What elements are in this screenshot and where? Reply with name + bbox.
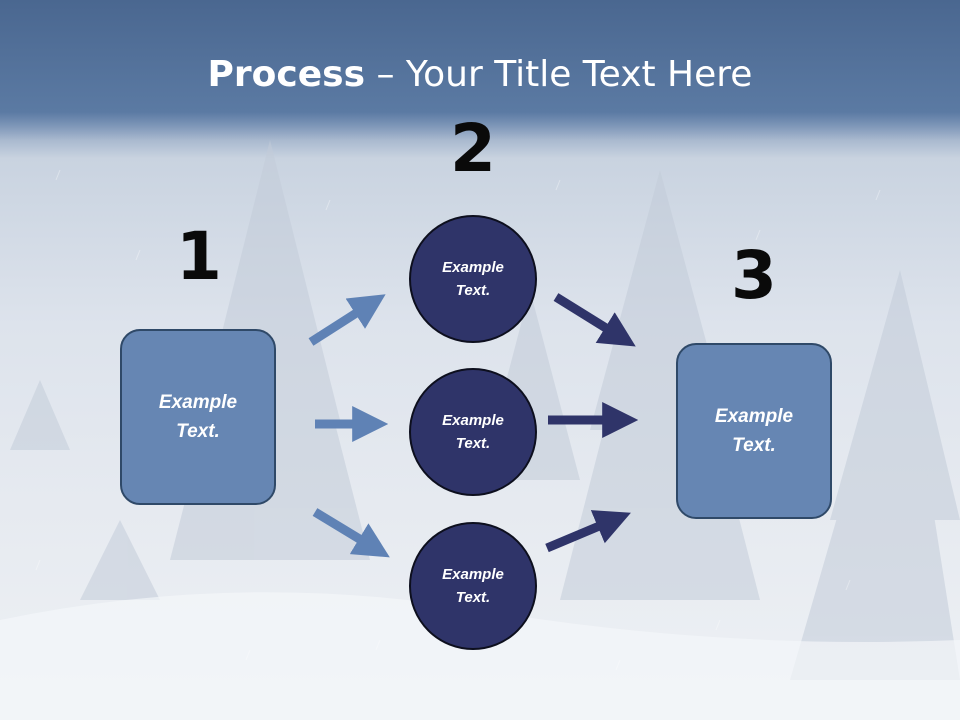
- right-box-line1: Example: [714, 406, 794, 427]
- circle-bottom-line1: Example: [442, 566, 504, 583]
- circle-middle: Example Text.: [409, 368, 537, 496]
- left-box-line1: Example: [158, 392, 238, 413]
- right-box-text: Example Text.: [715, 402, 793, 460]
- right-box-line2: Text.: [732, 435, 776, 456]
- circle-bottom-line2: Text.: [455, 589, 491, 606]
- left-box-text: Example Text.: [159, 388, 237, 446]
- circle-middle-line1: Example: [442, 412, 504, 429]
- title-rest: – Your Title Text Here: [365, 54, 753, 95]
- left-box-line2: Text.: [176, 421, 220, 442]
- title-bold: Process: [207, 54, 366, 95]
- right-process-box: Example Text.: [676, 343, 832, 519]
- step-number-3: 3: [731, 237, 777, 314]
- circle-top-line1: Example: [442, 259, 504, 276]
- circle-middle-line2: Text.: [455, 435, 491, 452]
- step-number-2: 2: [450, 110, 496, 187]
- circle-bottom: Example Text.: [409, 522, 537, 650]
- left-process-box: Example Text.: [120, 329, 276, 505]
- circle-top-line2: Text.: [455, 282, 491, 299]
- step-number-1: 1: [176, 218, 222, 295]
- slide-title: Process – Your Title Text Here: [0, 54, 960, 95]
- circle-top: Example Text.: [409, 215, 537, 343]
